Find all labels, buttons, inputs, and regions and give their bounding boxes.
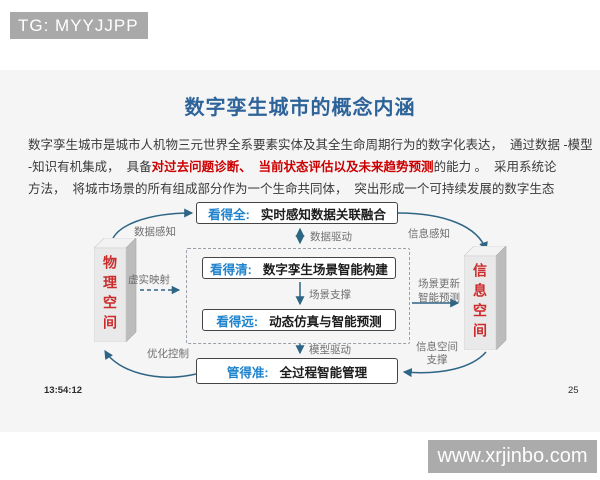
intro-line2-tail: 的能力 。 采用系统论 bbox=[433, 160, 557, 174]
edge-label-model-drive: 模型驱动 bbox=[309, 344, 351, 356]
prism-shape bbox=[463, 245, 507, 351]
prism-side-face bbox=[125, 237, 137, 343]
flow-box-see-all: 看得全: 实时感知数据关联融合 bbox=[196, 202, 398, 224]
edge-label-info-sense: 信息感知 bbox=[408, 228, 450, 240]
physical-space-prism: 物理空间 bbox=[93, 237, 138, 343]
intro-line-2: -知识有机集成， 具备对过去问题诊断、 当前状态评估以及未来趋势预测的能力 。 … bbox=[28, 156, 576, 178]
flow-box-manage-accurate-label: 全过程智能管理 bbox=[279, 365, 368, 380]
intro-line-1: 数字孪生城市是城市人机物三元世界全系要素实体及其全生命周期行为的数字化表达， 通… bbox=[28, 138, 593, 152]
prism-shape bbox=[93, 237, 137, 343]
flow-box-see-clear: 看得清: 数字孪生场景智能构建 bbox=[202, 257, 396, 279]
slide-timestamp: 13:54:12 bbox=[44, 385, 83, 396]
edge-label-smart-forecast: 智能预测 bbox=[418, 292, 460, 304]
flow-box-see-all-label: 实时感知数据关联融合 bbox=[260, 207, 386, 222]
intro-paragraph: 数字孪生城市是城市人机物三元世界全系要素实体及其全生命周期行为的数字化表达， 通… bbox=[28, 134, 593, 200]
flow-box-see-clear-label: 数字孪生场景智能构建 bbox=[262, 262, 388, 277]
flow-box-see-far-label: 动态仿真与智能预测 bbox=[269, 314, 382, 329]
dashed-group-box bbox=[186, 248, 410, 344]
physical-space-label: 物理空间 bbox=[102, 255, 118, 335]
edge-label-scene-update: 场景更新 bbox=[418, 278, 460, 290]
prism-side-face bbox=[495, 245, 507, 351]
flow-box-see-all-tag: 看得全: bbox=[208, 207, 250, 222]
intro-line2-highlight: 对过去问题诊断、 当前状态评估以及未来趋势预测 bbox=[151, 160, 434, 174]
flow-box-manage-accurate-tag: 管得准: bbox=[226, 365, 269, 380]
intro-line2-normal: -知识有机集成， 具备 bbox=[28, 160, 152, 174]
edge-label-data-drive: 数据驱动 bbox=[310, 231, 352, 243]
edge-label-optimal-control: 优化控制 bbox=[147, 348, 189, 360]
edge-label-scene-support: 场景支撑 bbox=[309, 289, 351, 301]
edge-label-data-sense: 数据感知 bbox=[134, 226, 176, 238]
watermark-bottom-badge: www.xrjinbo.com bbox=[428, 440, 597, 473]
info-space-prism: 信息空间 bbox=[463, 245, 508, 351]
flow-box-see-clear-tag: 看得清: bbox=[210, 262, 252, 277]
info-space-label: 信息空间 bbox=[472, 263, 488, 343]
intro-line-3: 方法， 将城市场景的所有组成部分作为一个生命共同体， 突出形成一个可持续发展的数… bbox=[28, 182, 555, 196]
flow-box-see-far-tag: 看得远: bbox=[216, 314, 259, 329]
watermark-top-badge: TG: MYYJJPP bbox=[10, 12, 148, 39]
slide-page-number: 25 bbox=[568, 385, 579, 396]
edge-label-info-space-support-line2: 支撑 bbox=[426, 354, 448, 366]
edge-label-info-space-support-line1: 信息空间 bbox=[416, 341, 458, 353]
edge-label-info-space-support: 信息空间 支撑 bbox=[408, 341, 466, 367]
flow-box-see-far: 看得远: 动态仿真与智能预测 bbox=[202, 309, 396, 331]
page-title: 数字孪生城市的概念内涵 bbox=[184, 97, 416, 119]
flow-box-manage-accurate: 管得准: 全过程智能管理 bbox=[196, 358, 398, 384]
edge-label-virtual-real-map: 虚实映射 bbox=[128, 274, 170, 286]
